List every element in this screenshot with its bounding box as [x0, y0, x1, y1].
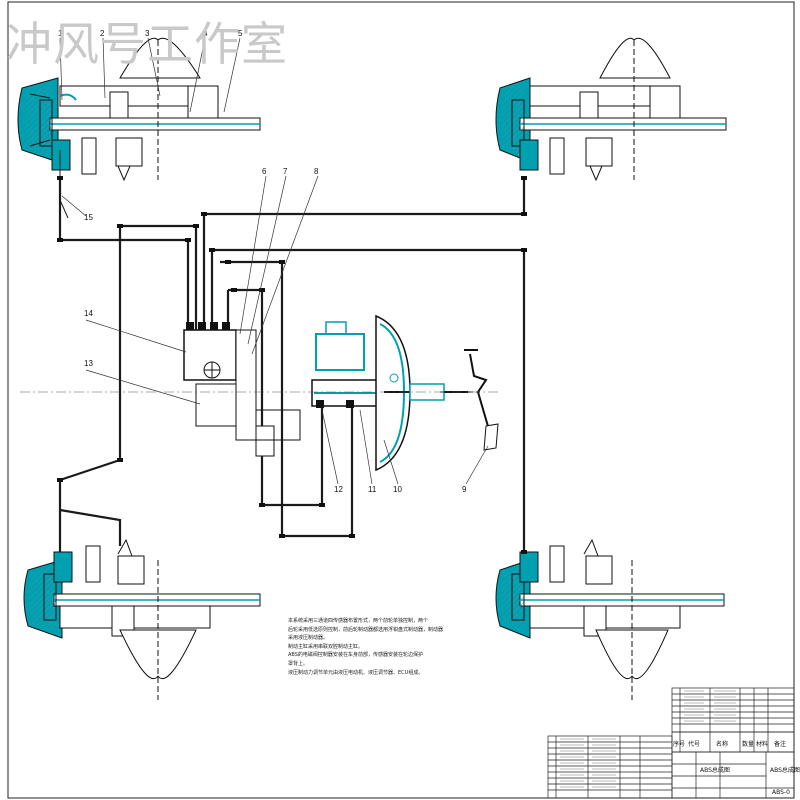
header-no: 序号 [673, 740, 685, 748]
drawing-code: ABS-0 [772, 789, 790, 796]
note-line: 本系统采用三通道四传感器布置形式，两个前轮单独控制，两个 [288, 618, 429, 624]
note-line: 液压制动力调节单元由液压电动机、液压调节器、ECU组成。 [288, 669, 424, 676]
callout-leaders [59, 37, 489, 485]
callout-10: 10 [393, 485, 402, 494]
callout-12: 12 [334, 485, 343, 494]
note-line: ABS的电磁阀控制器安装在车身前部，传感器安装在轮边保护 [288, 652, 423, 659]
callout-8: 8 [314, 167, 319, 176]
callout-9: 9 [462, 485, 467, 494]
master-cylinder-booster [311, 314, 468, 472]
front-right-wheel-assembly [495, 37, 727, 182]
callout-4: 4 [203, 29, 208, 38]
abs-hydraulic-modulator [183, 322, 301, 457]
drawing-name: ABS总成图 [700, 766, 730, 774]
note-line: 后轮采用低选原则控制，前后轮制动器都选用浮钳盘式制动器，制动器 [288, 626, 444, 633]
header-qty: 数量 [742, 740, 754, 748]
callout-2: 2 [100, 29, 105, 38]
callout-14: 14 [84, 309, 93, 318]
brake-pedal [440, 349, 499, 451]
parts-list-rows [560, 690, 736, 788]
header-material: 材料 [756, 740, 768, 748]
title-block [547, 687, 795, 799]
callout-11: 11 [368, 485, 377, 494]
callout-13: 13 [84, 359, 93, 368]
callout-numbers: 1 2 3 4 5 6 7 8 9 10 11 12 13 14 15 [58, 29, 467, 494]
callout-3: 3 [145, 29, 150, 38]
pipe-joints [57, 176, 527, 554]
rear-left-wheel-assembly [23, 538, 261, 700]
drawing-name-right: ABS总成图 [770, 766, 800, 774]
header-name: 名称 [716, 740, 728, 748]
note-line: 罩背上。 [288, 660, 309, 667]
callout-1: 1 [58, 29, 63, 38]
header-code: 代号 [688, 740, 700, 748]
rear-right-wheel-assembly [495, 538, 725, 700]
note-line: 制动主缸采用串联双腔制动主缸。 [288, 643, 364, 650]
parts-list-header: 序号 代号 名称 数量 材料 备注 [673, 740, 786, 748]
note-line: 采用液压制动器。 [288, 635, 329, 642]
callout-15: 15 [84, 213, 93, 222]
callout-5: 5 [238, 29, 243, 38]
callout-6: 6 [262, 167, 267, 176]
technical-notes: 本系统采用三通道四传感器布置形式，两个前轮单独控制，两个 后轮采用低选原则控制，… [288, 617, 478, 677]
header-remark: 备注 [774, 740, 786, 748]
front-left-wheel-assembly [17, 37, 261, 182]
callout-7: 7 [283, 167, 288, 176]
watermark-text: 冲风号工作室 [6, 17, 288, 71]
brake-lines [58, 150, 526, 552]
